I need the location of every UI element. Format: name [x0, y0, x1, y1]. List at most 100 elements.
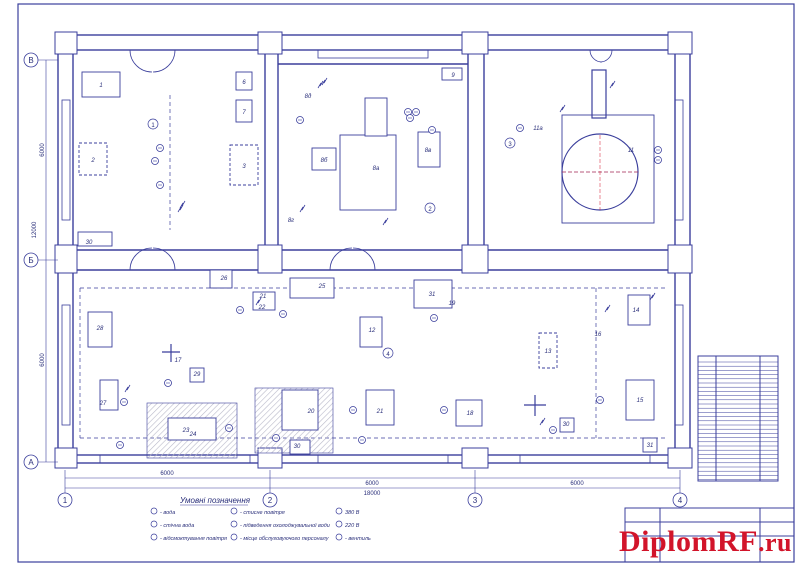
equipment-label: 11а — [533, 126, 543, 132]
dim-left-upper: 6000 — [40, 143, 46, 157]
legend-item: 380 В — [345, 510, 360, 516]
equipment-label: 8а — [373, 166, 380, 172]
equipment-label: 12 — [369, 328, 376, 334]
equipment-label: 31 — [647, 443, 654, 449]
equipment-label: 30 — [563, 422, 570, 428]
specification-table — [697, 355, 779, 482]
equipment-label: 7 — [242, 110, 246, 116]
dim-span-2-3: 6000 — [365, 481, 379, 487]
equipment-outlines — [77, 67, 658, 455]
legend-item: - місце обслуговуючого персоналу — [240, 536, 330, 542]
workplace-symbols — [162, 344, 546, 416]
equipment-label: 15 — [637, 398, 644, 404]
equipment-label: 20 — [307, 409, 315, 415]
axis-label-1: 1 — [63, 496, 68, 505]
structural-columns — [54, 31, 693, 469]
equipment-label: 13 — [545, 349, 552, 355]
electric-symbol — [317, 80, 324, 89]
legend-symbol — [335, 507, 343, 515]
legend-item: - стічна вода — [160, 523, 194, 529]
drawing-frame — [17, 3, 795, 563]
equipment-label: 14 — [633, 308, 640, 314]
equipment-label: 30 — [86, 240, 93, 246]
axis-label-3: 3 — [473, 496, 478, 505]
equipment-label: 21 — [259, 294, 267, 300]
equipment-label: 18 — [467, 411, 474, 417]
room-1: 1 — [151, 123, 155, 129]
legend-symbol — [150, 507, 158, 515]
dim-left-lower: 6000 — [40, 353, 46, 367]
grid-axes — [38, 59, 681, 500]
legend-symbol — [335, 520, 343, 528]
equipment-label: 9 — [451, 73, 455, 79]
equipment-label: 2 — [90, 158, 95, 164]
electric-symbol — [604, 304, 611, 313]
equipment-label: 30 — [294, 444, 301, 450]
axis-label-4: 4 — [678, 496, 683, 505]
legend-item: - відсмоктування повітря — [160, 536, 227, 542]
legend-symbol — [335, 533, 343, 541]
dim-span-3-4: 6000 — [570, 481, 584, 487]
legend-symbol — [230, 520, 238, 528]
legend-symbol — [230, 507, 238, 515]
equipment-label: 23 — [182, 428, 190, 434]
legend-item: - вентиль — [345, 536, 371, 542]
electric-symbol — [559, 104, 566, 113]
equipment-label: 32 — [0, 0, 4, 2]
equipment-label: 25 — [318, 284, 326, 290]
equipment-label: 8в — [425, 148, 431, 154]
equipment-label: 17 — [175, 358, 182, 364]
equipment-label: 28 — [96, 326, 104, 332]
equipment-label: 19 — [449, 301, 456, 307]
electric-symbol — [321, 77, 328, 86]
watermark-suffix: .ru — [758, 528, 792, 557]
room-4: 4 — [386, 352, 390, 358]
watermark-main: DiplomRF — [619, 525, 758, 558]
legend-symbol — [150, 533, 158, 541]
equipment-label: 24 — [189, 432, 197, 438]
electric-symbol — [649, 292, 656, 301]
equipment-label: 27 — [99, 401, 107, 407]
electric-symbol — [382, 217, 389, 226]
equipment-label: 31 — [429, 292, 436, 298]
legend-item: - підведення охолоджувальної води — [240, 523, 330, 529]
electric-symbol — [177, 204, 184, 213]
electric-symbol — [609, 80, 616, 89]
equipment-label: 22 — [258, 305, 266, 311]
equipment-label: 8б — [321, 158, 328, 164]
room-3: 3 — [508, 142, 512, 148]
equipment-label: 21 — [376, 409, 384, 415]
equipment-label: 3 — [242, 164, 246, 170]
axis-label-b: Б — [28, 256, 33, 265]
axis-label-a: А — [28, 458, 34, 467]
equipment-label: 29 — [193, 372, 201, 378]
electric-symbol — [299, 204, 306, 213]
windows — [61, 49, 684, 464]
electric-symbol — [255, 297, 262, 306]
legend-symbol — [230, 533, 238, 541]
axis-label-v: В — [28, 56, 33, 65]
axis-label-2: 2 — [268, 496, 273, 505]
dim-total: 18000 — [364, 491, 381, 497]
equipment-label: 8г — [288, 218, 294, 224]
equipment-label: 26 — [220, 276, 228, 282]
legend-item: - стисне повітря — [240, 510, 285, 516]
electric-symbol — [179, 200, 186, 209]
door-swings — [129, 49, 613, 271]
equipment-label: 1 — [99, 83, 102, 89]
room-markers — [147, 118, 516, 359]
legend-symbol — [150, 520, 158, 528]
electric-symbol — [539, 417, 546, 426]
title-block — [624, 507, 795, 563]
dim-span-1-2: 6000 — [160, 471, 174, 477]
equipment-label: 6 — [242, 80, 246, 86]
legend-title: Умовні позначення — [179, 496, 251, 505]
room-2: 2 — [428, 207, 432, 213]
legend-item: - вода — [160, 510, 175, 516]
legend-item: 220 В — [344, 523, 360, 529]
electric-symbol — [124, 384, 131, 393]
dim-left-total: 12000 — [32, 221, 38, 238]
equipment-label: 11 — [628, 148, 634, 154]
equipment-label: 8д — [305, 94, 312, 100]
